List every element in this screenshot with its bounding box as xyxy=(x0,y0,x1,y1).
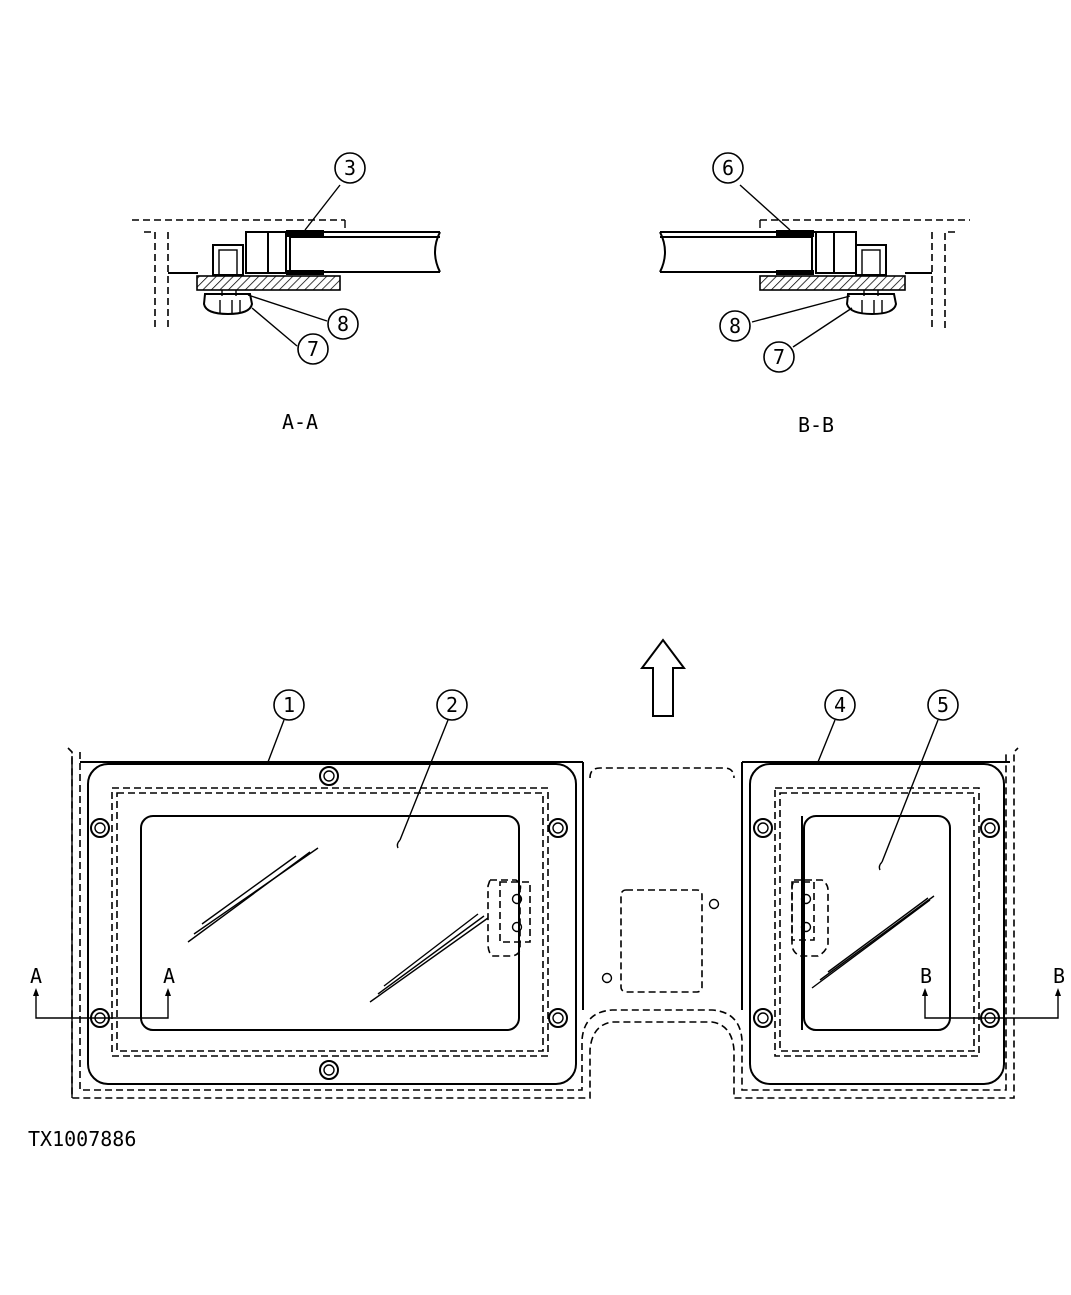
section-label-b-b: B-B xyxy=(798,413,834,437)
svg-text:1: 1 xyxy=(283,693,295,717)
callout-7: 7 xyxy=(297,333,329,365)
section-view-b-b xyxy=(659,184,970,348)
plan-view xyxy=(33,638,1061,1099)
svg-text:5: 5 xyxy=(937,693,949,717)
section-view-a-a xyxy=(132,184,441,347)
callout-7: 7 xyxy=(763,341,795,373)
svg-text:8: 8 xyxy=(729,314,741,338)
callout-4: 4 xyxy=(824,689,856,721)
callout-6: 6 xyxy=(712,152,744,184)
callout-3: 3 xyxy=(334,152,366,184)
section-marker-b-right: B xyxy=(1053,964,1065,988)
svg-text:8: 8 xyxy=(337,312,349,336)
section-label-a-a: A-A xyxy=(282,410,318,434)
callout-8: 8 xyxy=(719,310,751,342)
figure-id: TX1007886 xyxy=(28,1127,136,1151)
section-marker-b-left: B xyxy=(920,964,932,988)
callout-2: 2 xyxy=(436,689,468,721)
svg-text:7: 7 xyxy=(307,337,319,361)
svg-text:7: 7 xyxy=(773,345,785,369)
svg-text:4: 4 xyxy=(834,693,846,717)
svg-text:3: 3 xyxy=(344,156,356,180)
callout-5: 5 xyxy=(927,689,959,721)
forward-arrow-icon xyxy=(640,638,686,717)
svg-text:6: 6 xyxy=(722,156,734,180)
callout-8: 8 xyxy=(327,308,359,340)
bolt-icon xyxy=(753,818,1000,1028)
bolt-icon xyxy=(90,766,568,1080)
section-marker-a-left: A xyxy=(30,964,42,988)
svg-text:2: 2 xyxy=(446,693,458,717)
callout-1: 1 xyxy=(273,689,305,721)
section-marker-a-right: A xyxy=(163,964,175,988)
